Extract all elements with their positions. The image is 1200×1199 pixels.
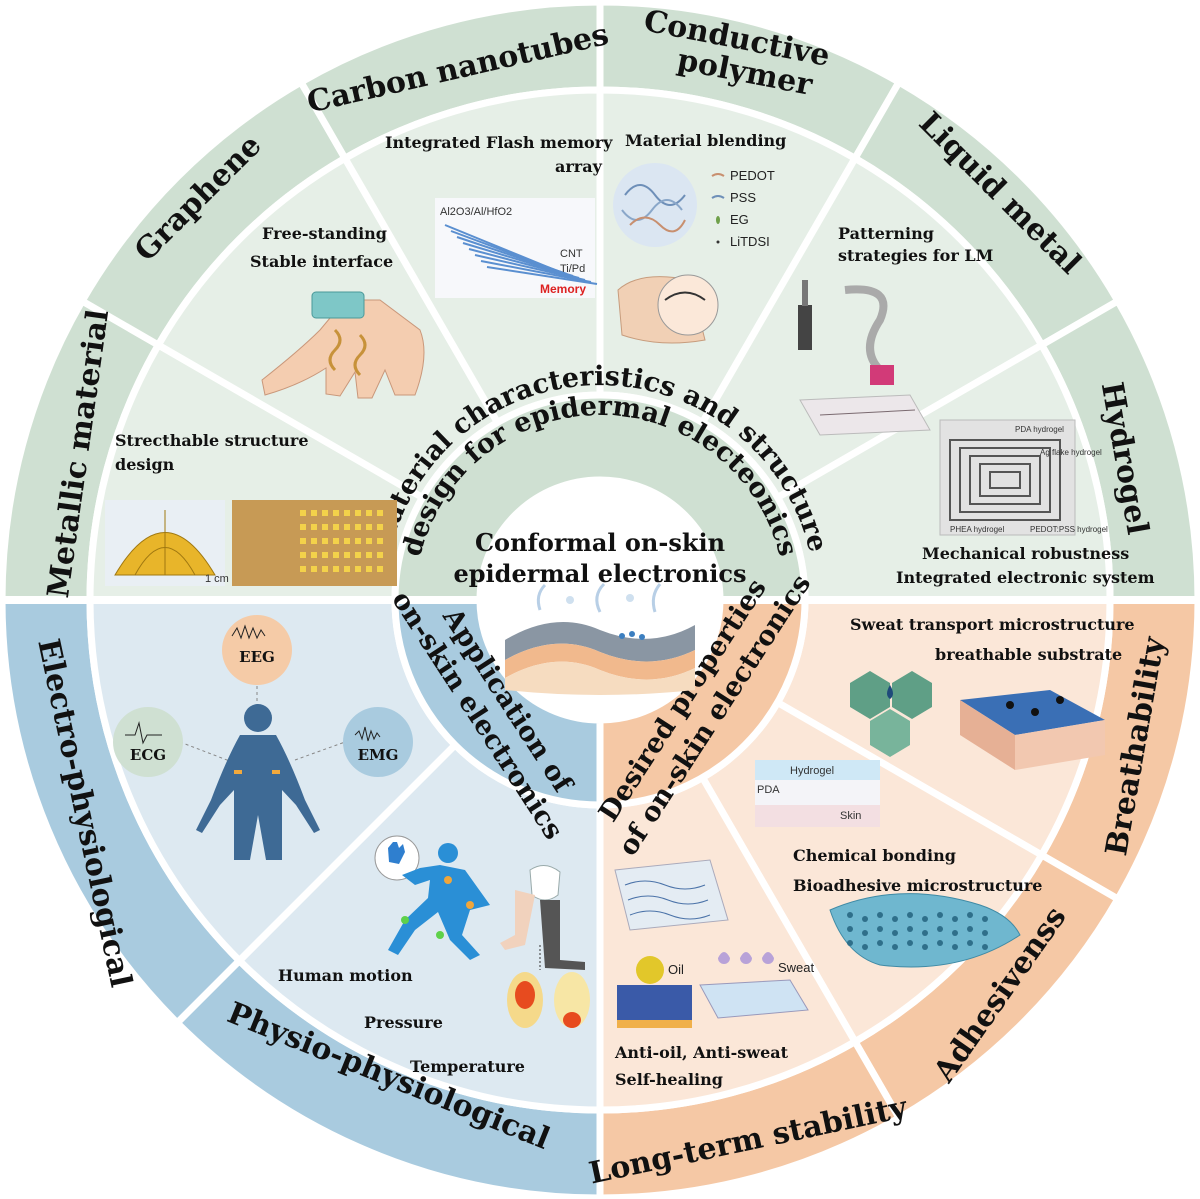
skin-breathing-illustration (505, 582, 695, 695)
caption-physio-2: Pressure (364, 1013, 443, 1032)
polymer-blend-figure: PEDOT PSS EG LiTDSI (613, 163, 775, 344)
ecg-badge (113, 707, 183, 777)
pressure-leg-figure (500, 865, 590, 1028)
middle-band-properties (596, 596, 809, 809)
caption-graphene-1: Free-standing (262, 224, 387, 243)
polymer-legend: PEDOT PSS EG LiTDSI (711, 168, 775, 249)
svg-text:Ag flake hydrogel: Ag flake hydrogel (1040, 448, 1102, 457)
caption-lm-1: Patterning (838, 224, 934, 243)
center-title-line2: epidermal electronics (454, 559, 747, 588)
caption-physio-1: Human motion (278, 966, 413, 985)
caption-lm-2: strategies for LM (838, 246, 993, 265)
stability-figure: Oil Sweat (614, 859, 815, 1028)
caption-metallic-1: Strecthable structure (115, 431, 309, 450)
svg-text:Sweat: Sweat (778, 960, 815, 975)
cnt-label: CNT (560, 248, 583, 260)
caption-adhesive-1: Chemical bonding (793, 846, 956, 865)
svg-text:PDA hydrogel: PDA hydrogel (1015, 425, 1064, 434)
svg-text:PSS: PSS (730, 190, 756, 205)
emg-badge (343, 707, 413, 777)
lm-printing-figure (798, 280, 931, 436)
metallic-circuit-figure (232, 500, 397, 586)
memory-label: Memory (540, 282, 586, 296)
tipd-label: Ti/Pd (560, 263, 585, 275)
runner-figure (374, 835, 490, 960)
svg-text:Skin: Skin (840, 810, 861, 822)
adhesive-layer-figure: Hydrogel PDA Skin (755, 760, 1021, 968)
svg-text:Hydrogel: Hydrogel (790, 765, 834, 777)
svg-text:PEDOT:PSS hydrogel: PEDOT:PSS hydrogel (1030, 525, 1108, 534)
caption-graphene-2: Stable interface (250, 252, 393, 271)
svg-text:PHEA hydrogel: PHEA hydrogel (950, 525, 1004, 534)
caption-cnt-2: array (555, 157, 603, 176)
caption-breath-2: breathable substrate (935, 645, 1122, 664)
electro-body-figure: EEG ECG EMG (113, 615, 413, 860)
middle-band-application (391, 596, 604, 809)
svg-text:EG: EG (730, 212, 749, 227)
cnt-memory-figure: Al2O3/Al/HfO2 CNT Ti/Pd Memory (435, 198, 598, 298)
svg-text:ECG: ECG (130, 746, 166, 764)
svg-text:EMG: EMG (358, 746, 399, 764)
caption-stability-1: Anti-oil, Anti-sweat (614, 1043, 789, 1062)
caption-metallic-2: design (115, 455, 175, 474)
scale-bar-label: 1 cm (205, 573, 229, 585)
caption-physio-3: Temperature (410, 1057, 525, 1076)
eeg-badge (222, 615, 292, 685)
stack-label: Al2O3/Al/HfO2 (440, 206, 512, 218)
caption-breath-1: Sweat transport microstructure (850, 615, 1135, 634)
breathable-hex-figure (850, 671, 1105, 770)
caption-stability-2: Self-healing (615, 1070, 723, 1089)
caption-polymer: Material blending (625, 131, 786, 150)
svg-text:PEDOT: PEDOT (730, 168, 775, 183)
svg-text:LiTDSI: LiTDSI (730, 234, 770, 249)
hydrogel-circuit-figure: PDA hydrogel Ag flake hydrogel PHEA hydr… (939, 419, 1108, 536)
caption-hydrogel-2: Integrated electronic system (896, 568, 1155, 587)
graphene-hand-figure (261, 291, 425, 399)
svg-text:Oil: Oil (668, 962, 684, 977)
caption-hydrogel-1: Mechanical robustness (922, 544, 1129, 563)
caption-adhesive-2: Bioadhesive microstructure (793, 876, 1042, 895)
svg-text:PDA: PDA (757, 784, 780, 796)
caption-cnt-1: Integrated Flash memory (385, 133, 613, 152)
middle-band-materials (391, 391, 809, 604)
center-title-line1: Conformal on-skin (475, 528, 725, 557)
metallic-dome-figure: 1 cm (105, 500, 229, 586)
svg-text:EEG: EEG (239, 648, 275, 666)
